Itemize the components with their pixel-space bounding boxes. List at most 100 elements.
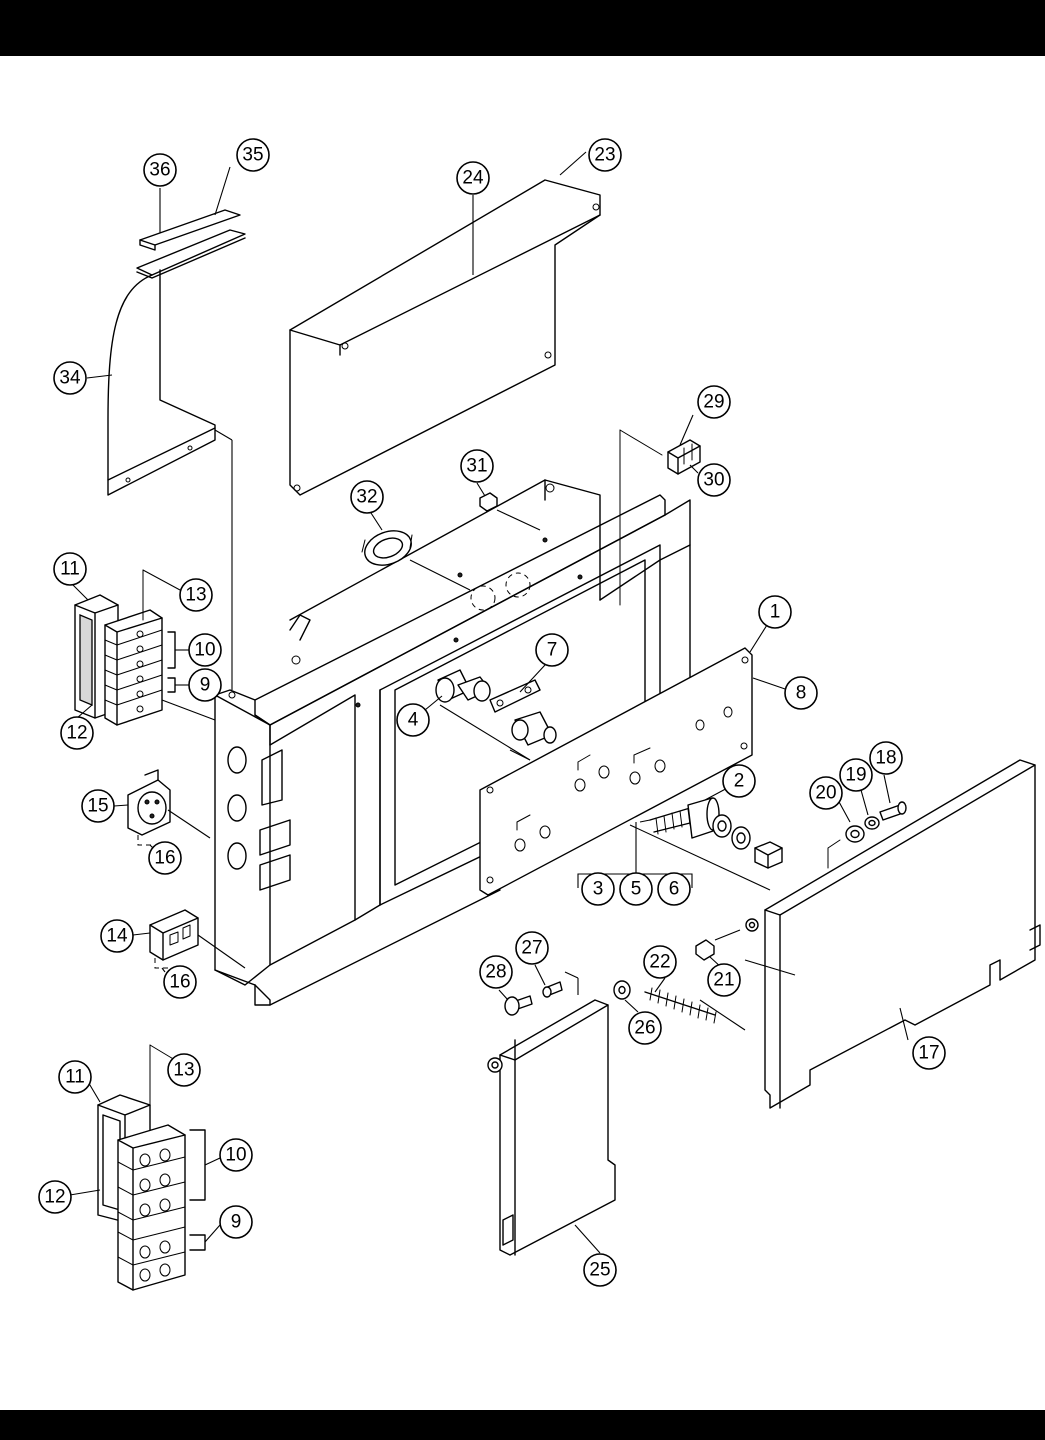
stud-assembly bbox=[629, 797, 783, 891]
nut-and-spring bbox=[644, 939, 717, 1024]
callout-12-lower: 12 bbox=[38, 1180, 72, 1214]
output-terminals bbox=[435, 669, 557, 761]
callout-26: 26 bbox=[628, 1011, 662, 1045]
svg-text:16: 16 bbox=[169, 972, 190, 993]
callout-7: 7 bbox=[535, 633, 569, 667]
svg-text:30: 30 bbox=[703, 470, 724, 491]
svg-text:31: 31 bbox=[466, 456, 487, 477]
svg-text:13: 13 bbox=[185, 585, 206, 606]
bottom-border-band bbox=[0, 1410, 1045, 1440]
callout-23: 23 bbox=[588, 138, 622, 172]
svg-text:23: 23 bbox=[594, 145, 615, 166]
svg-text:32: 32 bbox=[356, 487, 377, 508]
svg-text:8: 8 bbox=[796, 683, 807, 704]
callout-16-upper: 16 bbox=[148, 841, 182, 875]
callout-32: 32 bbox=[350, 480, 384, 514]
svg-text:11: 11 bbox=[60, 559, 80, 580]
svg-text:34: 34 bbox=[59, 368, 81, 389]
callout-24: 24 bbox=[456, 161, 490, 195]
side-panel bbox=[699, 759, 1041, 1109]
callout-34: 34 bbox=[53, 361, 87, 395]
svg-text:29: 29 bbox=[703, 392, 724, 413]
svg-text:14: 14 bbox=[106, 926, 128, 947]
svg-text:10: 10 bbox=[194, 640, 215, 661]
screw-washer-set bbox=[827, 801, 907, 869]
callout-15: 15 bbox=[81, 789, 115, 823]
callout-18: 18 bbox=[869, 741, 903, 775]
svg-text:6: 6 bbox=[669, 879, 680, 900]
svg-text:9: 9 bbox=[200, 675, 211, 696]
svg-text:17: 17 bbox=[918, 1043, 939, 1064]
callout-1: 1 bbox=[758, 595, 792, 629]
svg-text:27: 27 bbox=[521, 938, 542, 959]
top-cover bbox=[289, 179, 601, 496]
callout-8: 8 bbox=[784, 676, 818, 710]
callout-10-lower: 10 bbox=[219, 1138, 253, 1172]
main-chassis bbox=[214, 479, 691, 1006]
svg-text:21: 21 bbox=[713, 970, 734, 991]
svg-text:15: 15 bbox=[87, 796, 108, 817]
svg-text:25: 25 bbox=[589, 1260, 610, 1281]
svg-text:4: 4 bbox=[408, 710, 419, 731]
callout-9-lower: 9 bbox=[219, 1205, 253, 1239]
callout-30: 30 bbox=[697, 463, 731, 497]
svg-text:36: 36 bbox=[149, 160, 170, 181]
svg-text:5: 5 bbox=[631, 879, 642, 900]
callout-6: 6 bbox=[657, 872, 691, 906]
callout-16-lower: 16 bbox=[163, 965, 197, 999]
terminal-block-lower bbox=[97, 1044, 206, 1291]
terminal-block-upper bbox=[74, 569, 216, 726]
svg-text:24: 24 bbox=[462, 168, 484, 189]
svg-text:35: 35 bbox=[242, 145, 263, 166]
svg-text:28: 28 bbox=[485, 962, 506, 983]
svg-text:7: 7 bbox=[547, 640, 558, 661]
svg-text:26: 26 bbox=[634, 1018, 655, 1039]
svg-text:12: 12 bbox=[44, 1187, 65, 1208]
callout-35: 35 bbox=[236, 138, 270, 172]
callout-13-lower: 13 bbox=[167, 1053, 201, 1087]
callout-36: 36 bbox=[143, 153, 177, 187]
access-cover bbox=[487, 971, 631, 1256]
callout-17: 17 bbox=[912, 1036, 946, 1070]
callout-4: 4 bbox=[396, 703, 430, 737]
svg-text:18: 18 bbox=[875, 748, 896, 769]
svg-text:13: 13 bbox=[173, 1060, 194, 1081]
flat-cable-assembly bbox=[107, 209, 246, 690]
callout-14: 14 bbox=[100, 919, 134, 953]
callout-group-3-5-6: 3 5 6 bbox=[577, 822, 693, 906]
svg-text:3: 3 bbox=[593, 879, 604, 900]
callout-31: 31 bbox=[460, 449, 494, 483]
svg-text:11: 11 bbox=[65, 1067, 85, 1088]
callout-11-lower: 11 bbox=[58, 1060, 92, 1094]
callout-28: 28 bbox=[479, 955, 513, 989]
svg-text:19: 19 bbox=[845, 765, 866, 786]
callout-2: 2 bbox=[722, 764, 756, 798]
callout-27: 27 bbox=[515, 931, 549, 965]
callout-25: 25 bbox=[583, 1253, 617, 1287]
svg-text:22: 22 bbox=[649, 952, 670, 973]
callout-9-upper: 9 bbox=[188, 668, 222, 702]
callout-29: 29 bbox=[697, 385, 731, 419]
callout-19: 19 bbox=[839, 758, 873, 792]
callout-21: 21 bbox=[707, 963, 741, 997]
bushing-and-connector bbox=[361, 429, 701, 606]
callout-12-upper: 12 bbox=[60, 716, 94, 750]
svg-text:10: 10 bbox=[225, 1145, 246, 1166]
callout-10-upper: 10 bbox=[188, 633, 222, 667]
callout-5: 5 bbox=[619, 872, 653, 906]
callout-22: 22 bbox=[643, 945, 677, 979]
front-panel bbox=[479, 647, 753, 896]
callout-3: 3 bbox=[581, 872, 615, 906]
svg-text:2: 2 bbox=[734, 771, 745, 792]
svg-text:16: 16 bbox=[154, 848, 175, 869]
top-border-band bbox=[0, 0, 1045, 56]
callout-13-upper: 13 bbox=[179, 578, 213, 612]
callout-11-upper: 11 bbox=[53, 552, 87, 586]
svg-text:9: 9 bbox=[231, 1212, 242, 1233]
callout-20: 20 bbox=[809, 776, 843, 810]
svg-text:1: 1 bbox=[770, 602, 781, 623]
receptacles bbox=[127, 769, 246, 969]
svg-text:12: 12 bbox=[66, 723, 87, 744]
svg-text:20: 20 bbox=[815, 783, 836, 804]
